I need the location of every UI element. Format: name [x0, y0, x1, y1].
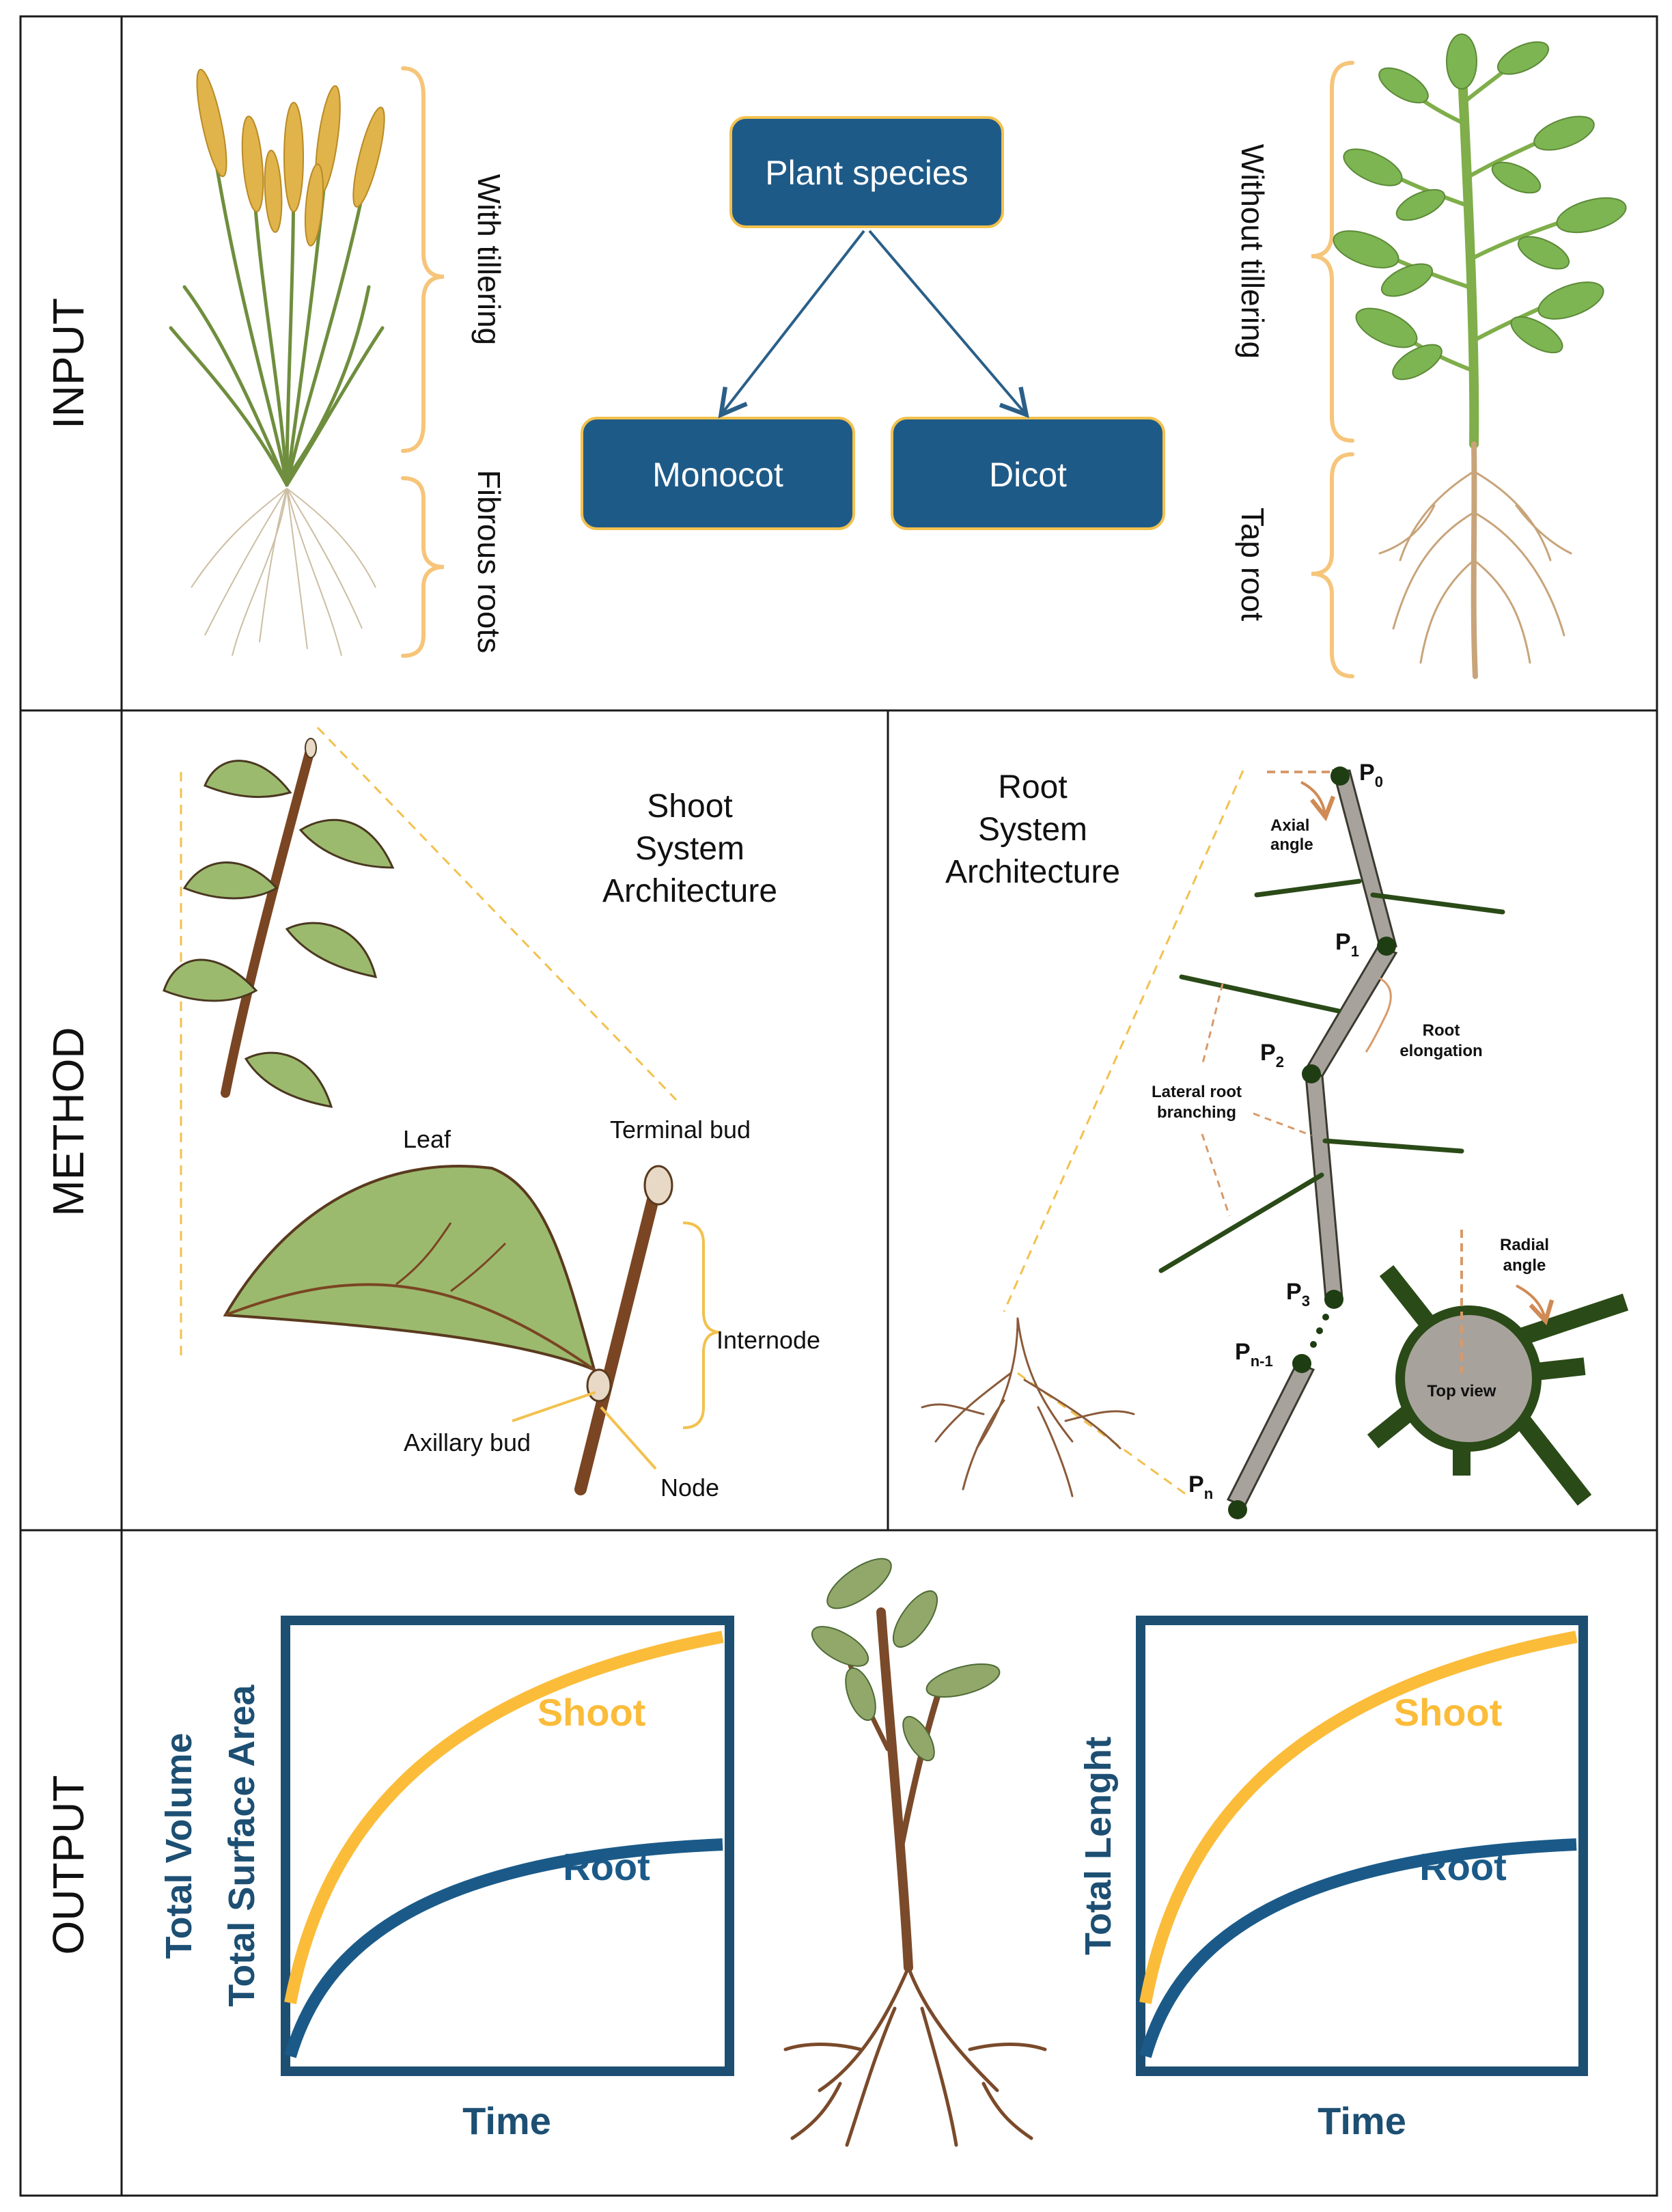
root-point-labels: P0 P1 P2 P3 Pn-1 Pn	[1188, 760, 1383, 1502]
label-pn: Pn	[1188, 1471, 1213, 1502]
label-axial-angle-1: Axial	[1270, 816, 1309, 835]
root-title-line-3: Architecture	[945, 854, 1120, 890]
row-label-method: METHOD	[44, 1027, 93, 1216]
top-view-diagram	[1367, 1230, 1629, 1506]
label-radial-angle-1: Radial	[1500, 1236, 1549, 1254]
arrow-to-dicot	[868, 230, 1029, 419]
label-radial-angle-2: angle	[1503, 1256, 1546, 1275]
shoot-title-line-2: System	[635, 831, 744, 867]
label-with-tillering: With tillering	[471, 174, 507, 346]
label-p0: P0	[1359, 760, 1383, 790]
root-lateral-branches	[1158, 879, 1505, 1273]
right-xlabel: Time	[1318, 2099, 1406, 2142]
tomato-plant-illustration	[1333, 33, 1627, 679]
label-axial-angle-2: angle	[1270, 835, 1313, 854]
left-xlabel: Time	[462, 2099, 551, 2142]
shoot-branch-illustration	[163, 738, 395, 1108]
label-root-elongation-1: Root	[1423, 1021, 1460, 1040]
growth-chart-right: Shoot Root Total Lenght Time	[1078, 1616, 1588, 2142]
left-ylabel-2: Total Surface Area	[221, 1684, 262, 2006]
left-ylabel-1: Total Volume	[158, 1732, 199, 1959]
root-zoom-guide-upper	[1003, 770, 1244, 1312]
left-root-label: Root	[563, 1845, 650, 1888]
left-root-curve	[284, 1838, 723, 2058]
shoot-detail-illustration	[223, 1165, 721, 1495]
bracket-tap-root	[1311, 452, 1354, 678]
label-axillary-bud: Axillary bud	[404, 1428, 531, 1456]
label-node: Node	[660, 1474, 719, 1502]
shoot-title-line-3: Architecture	[602, 873, 777, 909]
label-fibrous-roots: Fibrous roots	[471, 470, 507, 653]
flow-box-dicot-label: Dicot	[989, 456, 1067, 494]
wheat-plant-illustration	[169, 68, 385, 656]
label-p2: P2	[1260, 1040, 1284, 1070]
label-root-elongation-2: elongation	[1399, 1042, 1482, 1060]
flow-box-dicot: Dicot	[891, 417, 1165, 530]
bracket-with-tillering	[401, 66, 445, 453]
label-internode: Internode	[716, 1326, 820, 1354]
bracket-without-tillering	[1311, 61, 1354, 443]
bracket-root-elongation	[1365, 977, 1392, 1053]
left-shoot-label: Shoot	[538, 1691, 646, 1734]
label-leaf: Leaf	[403, 1125, 451, 1153]
flow-box-plant-species-label: Plant species	[765, 154, 968, 192]
row-label-input: INPUT	[44, 298, 93, 429]
root-node-points	[1228, 766, 1396, 1519]
label-p1: P1	[1335, 929, 1359, 960]
arrow-to-monocot	[718, 230, 865, 419]
right-shoot-curve	[1139, 1631, 1578, 2004]
row-label-output: OUTPUT	[44, 1775, 93, 1954]
flow-box-monocot: Monocot	[581, 417, 855, 530]
label-lateral-branching-2: branching	[1157, 1103, 1236, 1122]
right-root-curve	[1139, 1838, 1577, 2058]
label-pn-1: Pn-1	[1235, 1339, 1273, 1370]
lateral-branching-leaders	[1201, 983, 1312, 1217]
right-ylabel: Total Lenght	[1078, 1737, 1119, 1955]
shoot-title-line-1: Shoot	[647, 788, 732, 825]
label-lateral-branching-1: Lateral root	[1152, 1083, 1242, 1101]
shoot-zoom-guide-right	[316, 726, 678, 1101]
label-top-view: Top view	[1427, 1382, 1496, 1400]
root-segment-chain	[1226, 769, 1398, 1508]
right-root-label: Root	[1419, 1845, 1507, 1888]
label-tap-root: Tap root	[1235, 508, 1270, 621]
panel-frame	[19, 15, 1658, 2197]
bracket-fibrous-roots	[401, 476, 445, 658]
right-shoot-label: Shoot	[1394, 1691, 1503, 1734]
flow-box-monocot-label: Monocot	[652, 456, 783, 494]
axial-angle-arrow	[1300, 781, 1336, 822]
label-without-tillering: Without tillering	[1235, 144, 1270, 359]
growth-chart-left: Shoot Root Total Volume Total Surface Ar…	[158, 1616, 734, 2142]
label-terminal-bud: Terminal bud	[610, 1116, 751, 1144]
flow-box-plant-species: Plant species	[729, 116, 1004, 228]
root-title-line-1: Root	[998, 769, 1067, 805]
left-shoot-curve	[284, 1631, 724, 2004]
label-p3: P3	[1286, 1279, 1310, 1310]
seedling-illustration	[783, 1558, 1047, 2147]
root-title-line-2: System	[978, 812, 1087, 848]
small-root-illustration	[921, 1317, 1135, 1497]
